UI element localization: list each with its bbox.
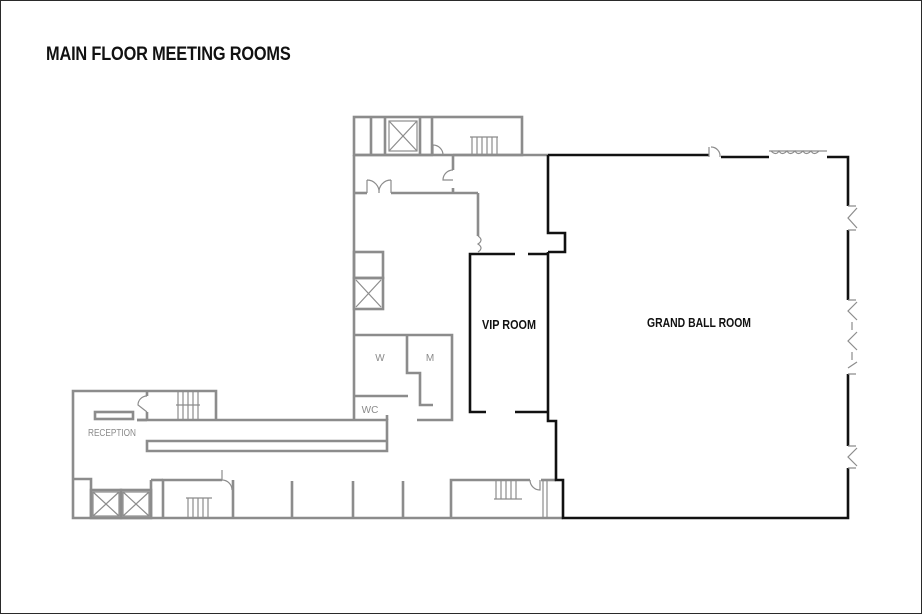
door-swing-icon	[221, 470, 233, 491]
multi-door-icon	[847, 299, 858, 375]
door-swing-icon	[529, 479, 541, 491]
door-swing-icon	[442, 169, 454, 181]
vip-room-label: VIP ROOM	[482, 317, 536, 332]
elevator-icon	[92, 491, 120, 517]
elevator-icons	[92, 120, 418, 517]
doors	[137, 144, 541, 491]
restroom-women-label: W	[375, 353, 385, 364]
stairs-bottom-east	[494, 480, 548, 518]
grand-ball-room-label: GRAND BALL ROOM	[647, 315, 751, 330]
elevator-north	[352, 276, 385, 311]
double-door-icon	[366, 179, 392, 194]
stairs-reception	[176, 391, 200, 420]
elevator-icon	[388, 120, 418, 152]
grand-ball-room-walls	[546, 146, 858, 520]
door-swing-icon	[476, 235, 482, 253]
wc-label: WC	[362, 405, 379, 416]
door-swing-icon	[847, 445, 858, 469]
elevator-icon	[355, 279, 382, 308]
stairs	[176, 136, 548, 518]
door-swing-icon	[137, 395, 148, 413]
door-swing-icon	[847, 205, 858, 231]
door-swing-icon	[432, 144, 444, 156]
building-walls	[71, 115, 563, 520]
stairs-top	[470, 136, 498, 155]
restroom-men-label: M	[426, 353, 434, 364]
door-swing-icon	[708, 146, 721, 158]
stairs-bottom-west	[186, 497, 212, 518]
reception-label: RECEPTION	[88, 428, 136, 439]
vip-room-walls	[468, 252, 548, 414]
map-title: MAIN FLOOR MEETING ROOMS	[46, 44, 291, 65]
revolving-doors-icon	[769, 149, 827, 155]
reception-desk	[93, 410, 135, 421]
elevator-icon	[122, 491, 150, 517]
top-service-block	[352, 115, 524, 157]
